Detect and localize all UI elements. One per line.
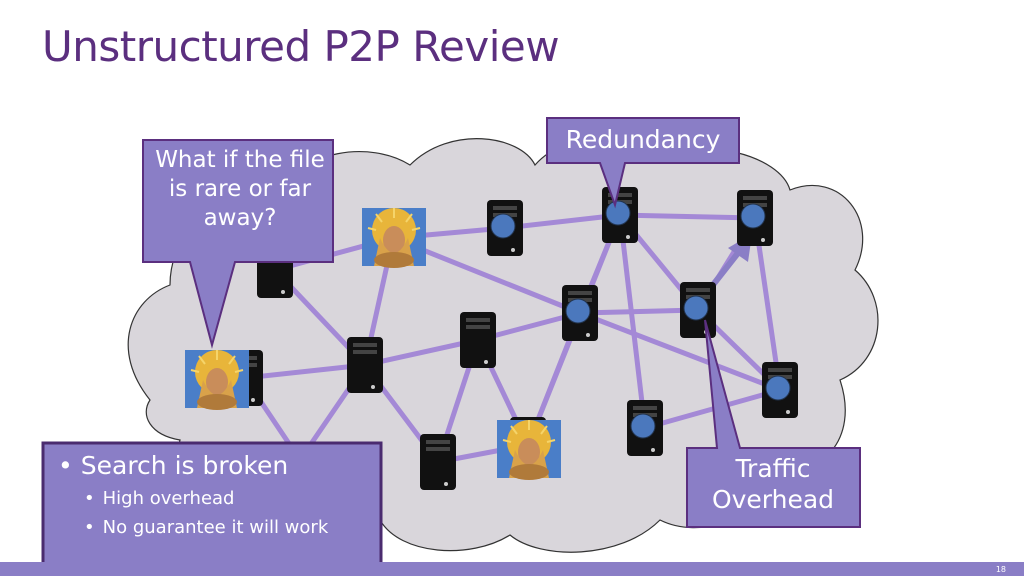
server-icon <box>562 285 598 341</box>
bullet-list: •Search is broken •High overhead •No gua… <box>58 451 376 546</box>
server-icon <box>737 190 773 246</box>
callout-rare-file-text: What if the file is rare or far away? <box>155 147 325 231</box>
network-edge <box>617 212 648 431</box>
callout-rare-file <box>142 139 334 349</box>
network-edge <box>502 212 623 231</box>
callout-redundancy-text: Redundancy <box>565 125 721 154</box>
slide-title: Unstructured P2P Review <box>42 22 560 71</box>
server-icon <box>347 337 383 393</box>
bullet-dot-icon: • <box>58 451 73 480</box>
callout-redundancy <box>546 117 740 209</box>
footer-bar <box>0 562 1024 576</box>
bullet-sub-2: • No guarantee it will work <box>58 517 376 538</box>
network-edge <box>577 310 783 393</box>
bullet-dot-icon: • <box>84 517 95 538</box>
network-edge <box>752 215 783 393</box>
network-edge <box>362 337 481 368</box>
celebrity-photo <box>497 420 561 480</box>
bullet-sub-1: • High overhead <box>58 488 376 509</box>
server-icon <box>487 200 523 256</box>
bullet-main: •Search is broken <box>58 451 376 480</box>
page-number: 18 <box>995 565 1006 574</box>
callout-traffic-text: Traffic Overhead <box>711 454 835 515</box>
network-edge <box>577 307 701 316</box>
bullet-sub-1-text: High overhead <box>102 488 235 509</box>
server-icon <box>680 282 716 338</box>
server-icon <box>420 434 456 490</box>
bullet-main-text: Search is broken <box>80 451 289 480</box>
celebrity-photo <box>362 208 426 268</box>
callout-traffic <box>686 319 861 528</box>
bullet-sub-2-text: No guarantee it will work <box>102 517 329 538</box>
server-icon <box>602 187 638 243</box>
bullet-dot-icon: • <box>84 488 95 509</box>
network-edge <box>617 212 758 221</box>
network-edge <box>242 362 368 381</box>
celebrity-photo <box>185 350 249 410</box>
photo-nodes <box>185 208 561 480</box>
server-icon <box>627 400 663 456</box>
bullet-box <box>41 441 383 566</box>
server-icon <box>762 362 798 418</box>
server-icon <box>460 312 496 368</box>
